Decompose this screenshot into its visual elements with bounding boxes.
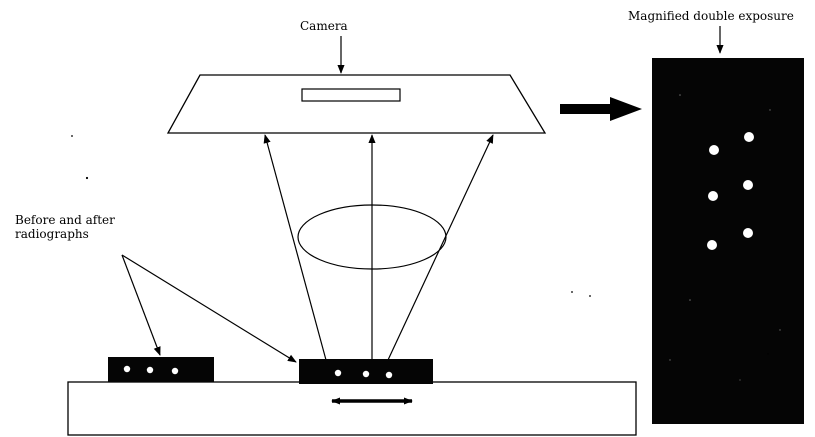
radiograph-dot: [123, 365, 131, 373]
exposure-dots: [707, 132, 754, 250]
viewing-table: [67, 381, 637, 436]
radiograph-dot: [334, 369, 342, 377]
ray-left: [263, 134, 327, 361]
radiograph-dot: [171, 367, 179, 375]
radiograph-dot: [385, 371, 393, 379]
camera-housing: [166, 74, 547, 134]
exposure-dot: [709, 145, 719, 155]
radiographs-label-line1: Before and after: [15, 213, 115, 227]
exposure-speckles: [669, 94, 781, 381]
radiograph-dot: [362, 370, 370, 378]
radiograph-pointer-right: [121, 254, 297, 363]
ray-right: [387, 134, 494, 361]
exposure-dot: [743, 228, 753, 238]
camera-aperture: [301, 88, 401, 102]
exposure-dot: [744, 132, 754, 142]
magnified-exposure-panel: [652, 58, 804, 424]
scan-specks: [71, 135, 769, 355]
radiograph-pointer-left: [121, 254, 161, 356]
radiograph-dot: [146, 366, 154, 374]
camera-label: Camera: [300, 19, 348, 33]
exposure-dot: [707, 240, 717, 250]
magnified-exposure-label: Magnified double exposure: [628, 9, 794, 23]
arrow-right-icon: [560, 97, 642, 121]
radiographs-label-line2: radiographs: [15, 227, 89, 241]
exposure-dot: [708, 191, 718, 201]
exposure-dot: [743, 180, 753, 190]
